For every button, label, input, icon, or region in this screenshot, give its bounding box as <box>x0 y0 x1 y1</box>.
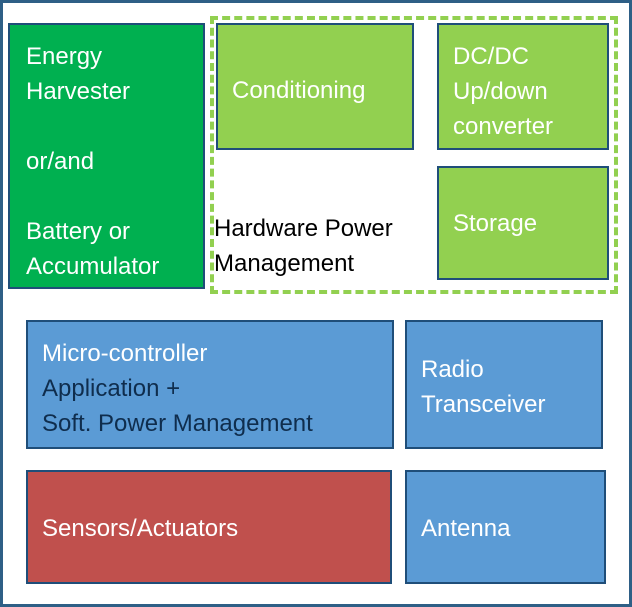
hpm-label-line-2: Management <box>214 250 355 277</box>
antenna-block: Antenna <box>405 470 606 584</box>
hpm-label-line-1: Hardware Power <box>214 215 393 242</box>
converter-line-1: DC/DC <box>453 43 529 70</box>
converter-line-3: converter <box>453 113 554 140</box>
microcontroller-line-2: Application + <box>42 375 181 402</box>
microcontroller-block: Micro-controller Application + Soft. Pow… <box>26 320 394 449</box>
conditioning-label: Conditioning <box>232 77 366 104</box>
energy-line-4: Battery or <box>26 218 131 245</box>
hardware-power-management-label: Hardware Power Management <box>214 211 393 281</box>
converter-line-2: Up/down <box>453 78 548 105</box>
antenna-label: Antenna <box>421 515 511 542</box>
energy-harvester-block: Energy Harvester or/and Battery or Accum… <box>8 23 205 289</box>
conditioning-block: Conditioning <box>216 23 414 150</box>
radio-transceiver-block: Radio Transceiver <box>405 320 603 449</box>
dc-dc-converter-block: DC/DC Up/down converter <box>437 23 609 150</box>
sensors-actuators-block: Sensors/Actuators <box>26 470 392 584</box>
microcontroller-line-1: Micro-controller <box>42 340 208 367</box>
hardware-power-management-group <box>210 16 618 294</box>
energy-line-5: Accumulator <box>26 253 160 280</box>
radio-line-1: Radio <box>421 356 484 383</box>
storage-block: Storage <box>437 166 609 280</box>
radio-line-2: Transceiver <box>421 391 546 418</box>
microcontroller-line-3: Soft. Power Management <box>42 410 313 437</box>
sensors-label: Sensors/Actuators <box>42 515 239 542</box>
energy-line-2: Harvester <box>26 78 131 105</box>
storage-label: Storage <box>453 210 538 237</box>
energy-line-1: Energy <box>26 43 103 70</box>
energy-line-3: or/and <box>26 148 95 175</box>
